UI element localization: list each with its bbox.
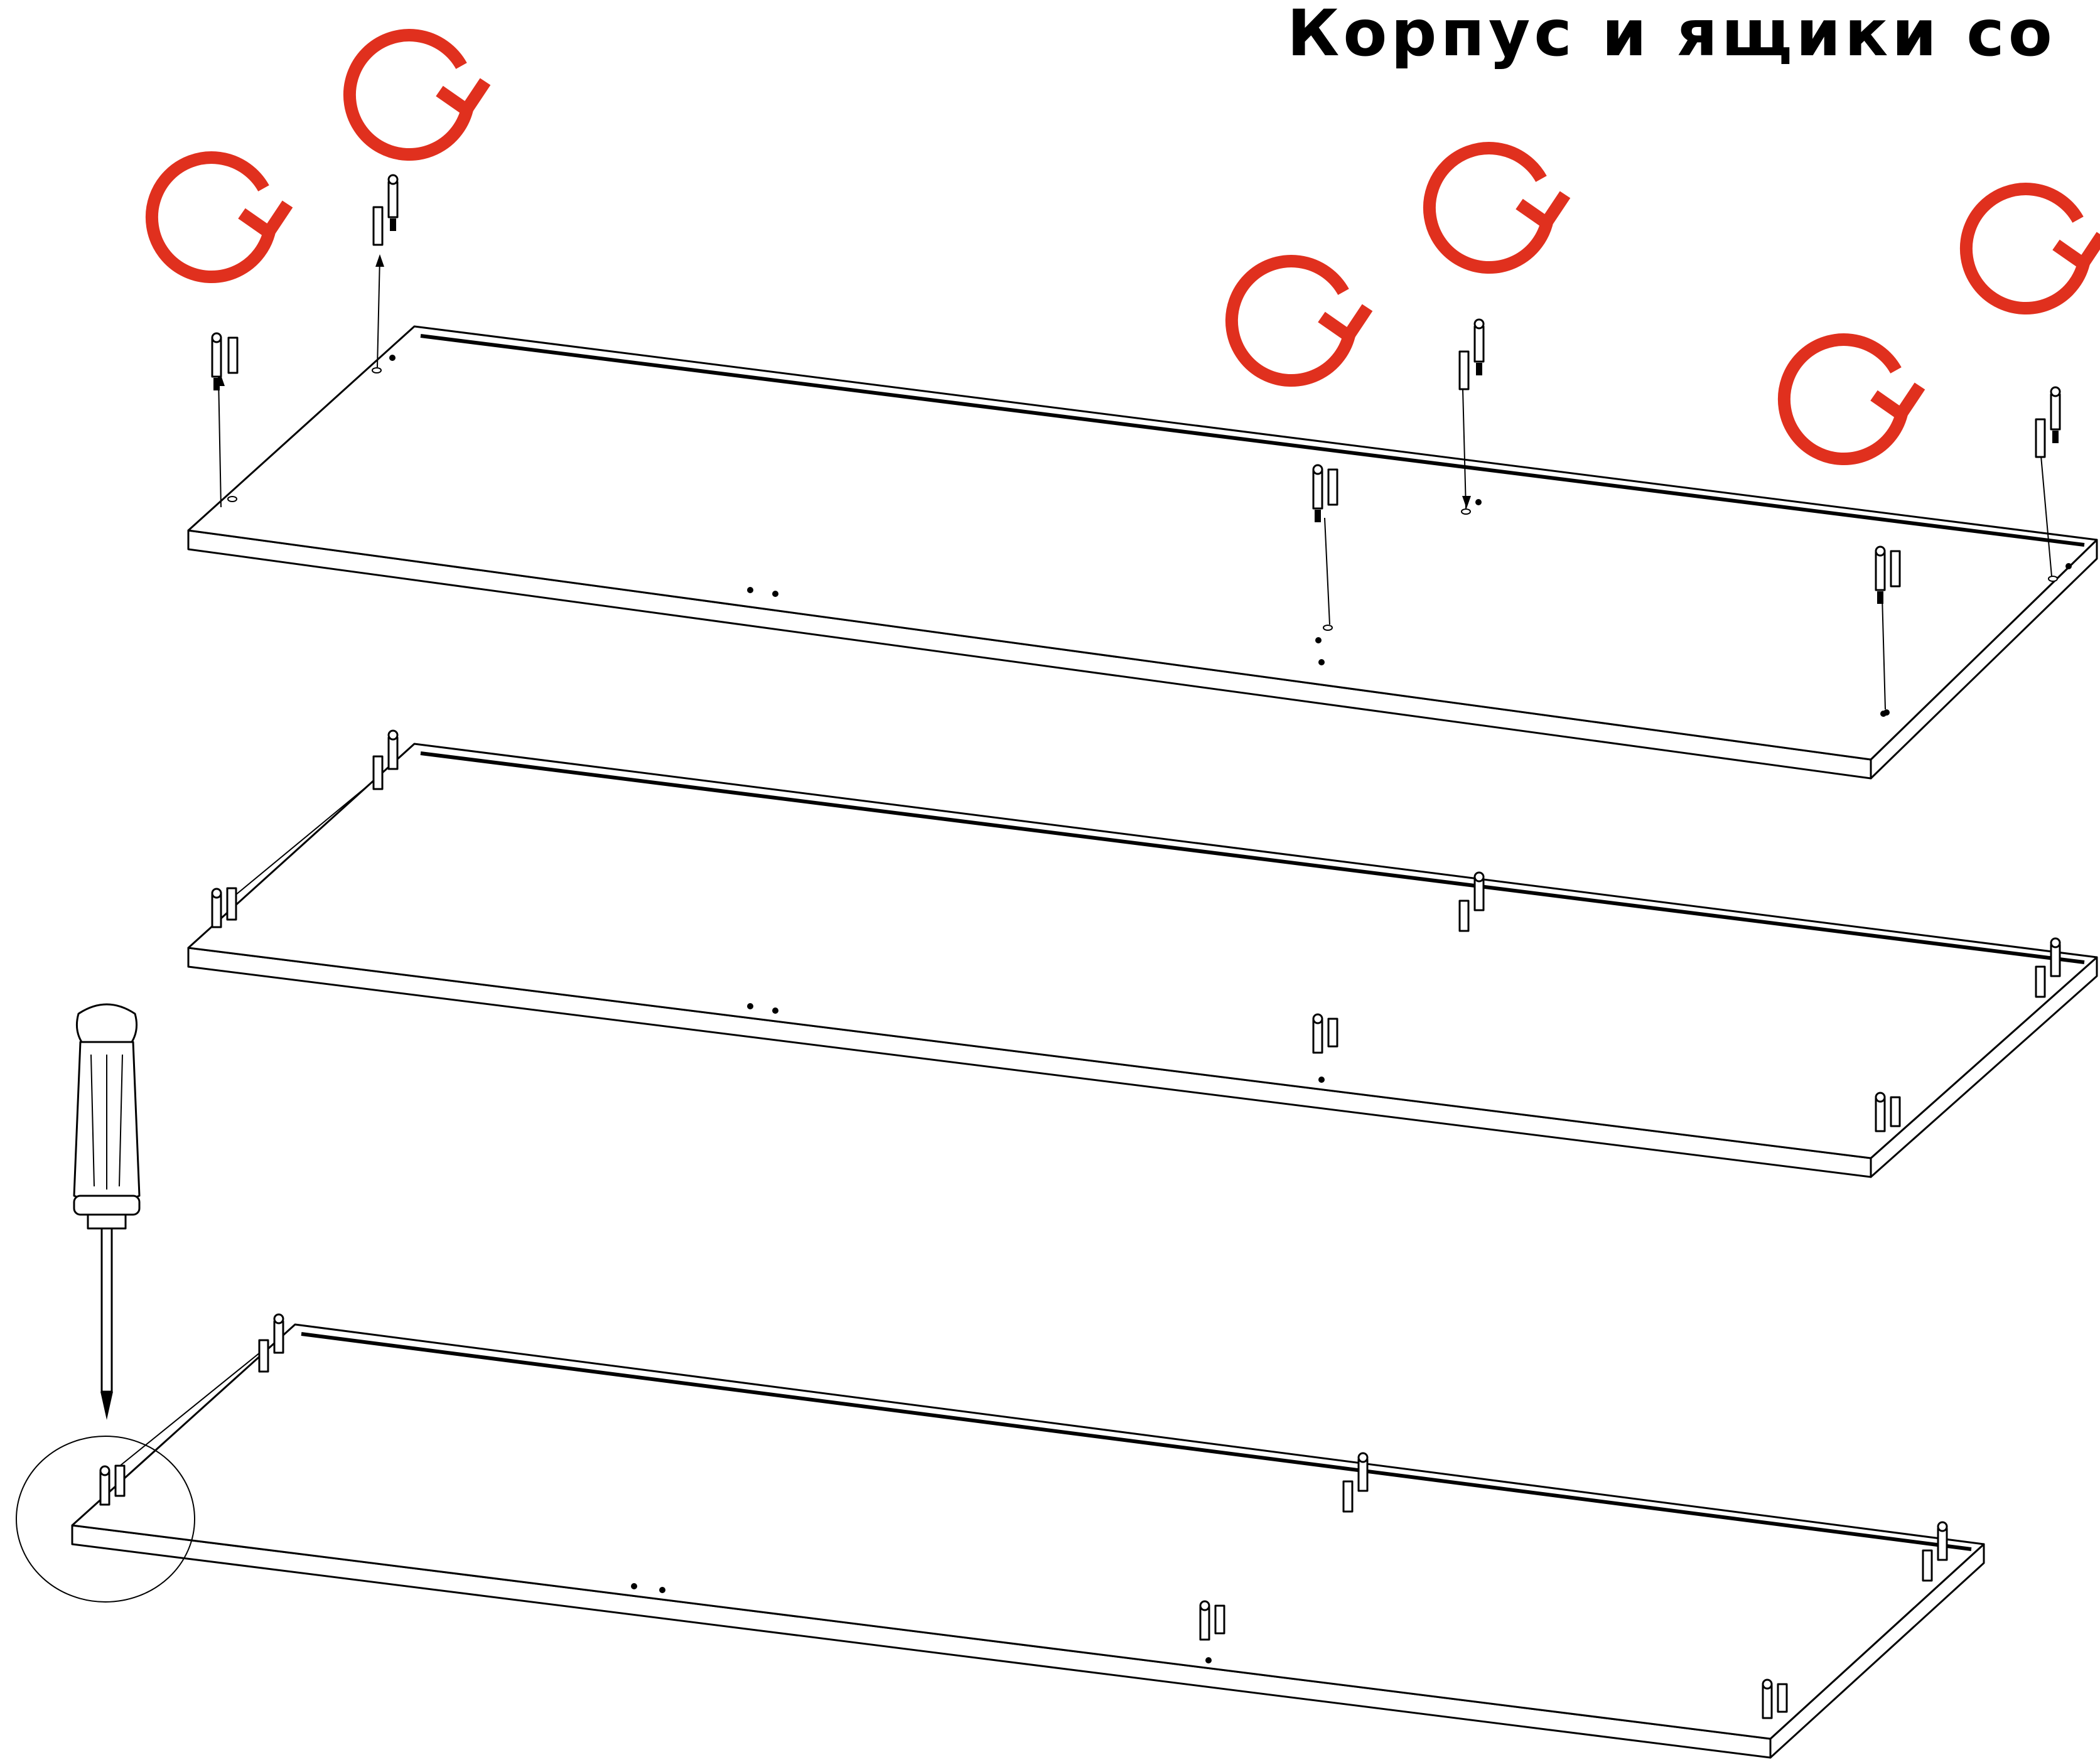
top-panel-groove	[420, 334, 2085, 547]
dowel-pair	[1199, 1600, 1225, 1641]
dowel-pair	[1312, 464, 1338, 522]
screw-hole	[1205, 1657, 1212, 1663]
dowel-pair	[211, 332, 239, 390]
top-panel	[187, 254, 2098, 780]
dowel-hole	[372, 367, 382, 373]
bottom-panel	[71, 1313, 1985, 1759]
clockwise-arrow-icon	[145, 151, 293, 284]
dowel-pair	[1458, 318, 1485, 390]
rotation-arrows	[145, 29, 2100, 466]
screw-hole	[772, 591, 778, 597]
bottom-panel-groove	[301, 1332, 1972, 1551]
dowel-pair	[258, 1313, 284, 1373]
dowel-pair	[211, 887, 237, 928]
dowel-pair	[99, 1464, 126, 1506]
dowel-pair	[2035, 937, 2061, 998]
screw-hole	[1318, 659, 1325, 665]
dowel-pair	[1762, 1679, 1788, 1719]
dowel-pair	[372, 729, 399, 790]
screw-hole	[1318, 1077, 1325, 1083]
screw-hole	[772, 1007, 778, 1014]
screw-hole	[747, 1003, 753, 1009]
dowel-pair	[1922, 1521, 1948, 1582]
bottom-panel-surface	[71, 1323, 1985, 1740]
middle-panel-surface	[187, 743, 2098, 1159]
dowel-pair	[2035, 386, 2061, 458]
dowel-hole	[1461, 508, 1471, 515]
dowel-pair	[1312, 1013, 1338, 1054]
dowel-pair	[1458, 871, 1485, 932]
clockwise-arrow-icon	[1423, 142, 1571, 274]
screw-hole	[659, 1587, 665, 1593]
middle-panel	[187, 729, 2098, 1178]
clockwise-arrow-icon	[1777, 333, 1925, 466]
fittings-top	[211, 174, 2061, 604]
dowel-hole	[2048, 576, 2058, 582]
clockwise-arrow-icon	[1225, 255, 1373, 387]
dowel-pair	[1342, 1452, 1369, 1513]
clockwise-arrow-icon	[1959, 183, 2100, 315]
dowel-hole	[227, 496, 237, 502]
dowel-pair	[372, 174, 399, 246]
top-panel-surface	[187, 325, 2098, 761]
dowel-pair	[1875, 1092, 1901, 1132]
dowel-hole	[1323, 625, 1333, 631]
dowel-pair	[1875, 545, 1901, 604]
clockwise-arrow-icon	[343, 29, 491, 161]
page-title: Корпус и ящики со	[1287, 0, 2056, 71]
screw-hole	[631, 1583, 637, 1589]
middle-panel-groove	[420, 751, 2085, 964]
detail-callout-circle	[16, 1436, 195, 1603]
screw-hole	[747, 587, 753, 593]
phillips-screwdriver-icon	[73, 1003, 141, 1420]
